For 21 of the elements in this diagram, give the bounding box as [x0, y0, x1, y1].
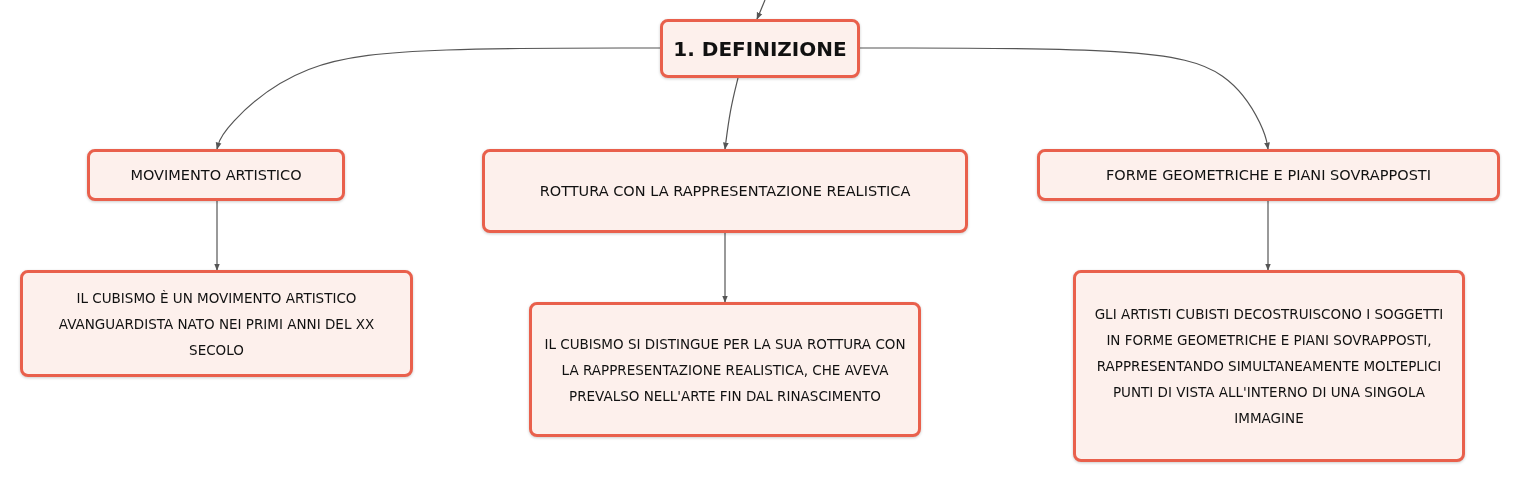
node-text: 1. DEFINIZIONE [672, 35, 848, 62]
node-text: ROTTURA CON LA RAPPRESENTAZIONE REALISTICA [538, 182, 912, 201]
topic-box [660, 19, 860, 78]
node-text: FORME GEOMETRICHE E PIANI SOVRAPPOSTI [1105, 166, 1432, 185]
node-text: GLI ARTISTI CUBISTI DECOSTRUISCONO I SOGGETTI IN FORME GEOMETRICHE E PIANI SOVRAPPOSTI, RAPPRESENTANDO SIMULTANEAMENTE MOLTEPLICI PUNTI DI VISTA ALL'INTERNO DI UNA SINGOLA IMMAGINE [1093, 305, 1445, 428]
node-text: IL CUBISMO SI DISTINGUE PER LA SUA ROTTURA CON LA RAPPRESENTAZIONE REALISTICA, CHE AVEVA PREVALSO NELL'ARTE FIN DAL RINASCIMENTO [543, 334, 907, 406]
connector-arrow [214, 200, 220, 271]
subtopic-box [482, 149, 968, 233]
connector-arrow [215, 47, 661, 150]
connector-arrow [722, 232, 728, 303]
subtopic-box [1037, 149, 1500, 201]
subtopic-box [87, 149, 345, 201]
connector-arrow [1265, 200, 1271, 271]
node-text: IL CUBISMO È UN MOVIMENTO ARTISTICO AVANGUARDISTA NATO NEI PRIMI ANNI DEL XX SECOLO [57, 288, 376, 360]
description-box [20, 270, 413, 377]
connector-arrow [722, 77, 739, 150]
node-text: MOVIMENTO ARTISTICO [129, 166, 303, 185]
description-box [529, 302, 921, 437]
description-box [1073, 270, 1465, 462]
connector-arrow [859, 47, 1270, 150]
connector-arrow [756, 0, 766, 20]
